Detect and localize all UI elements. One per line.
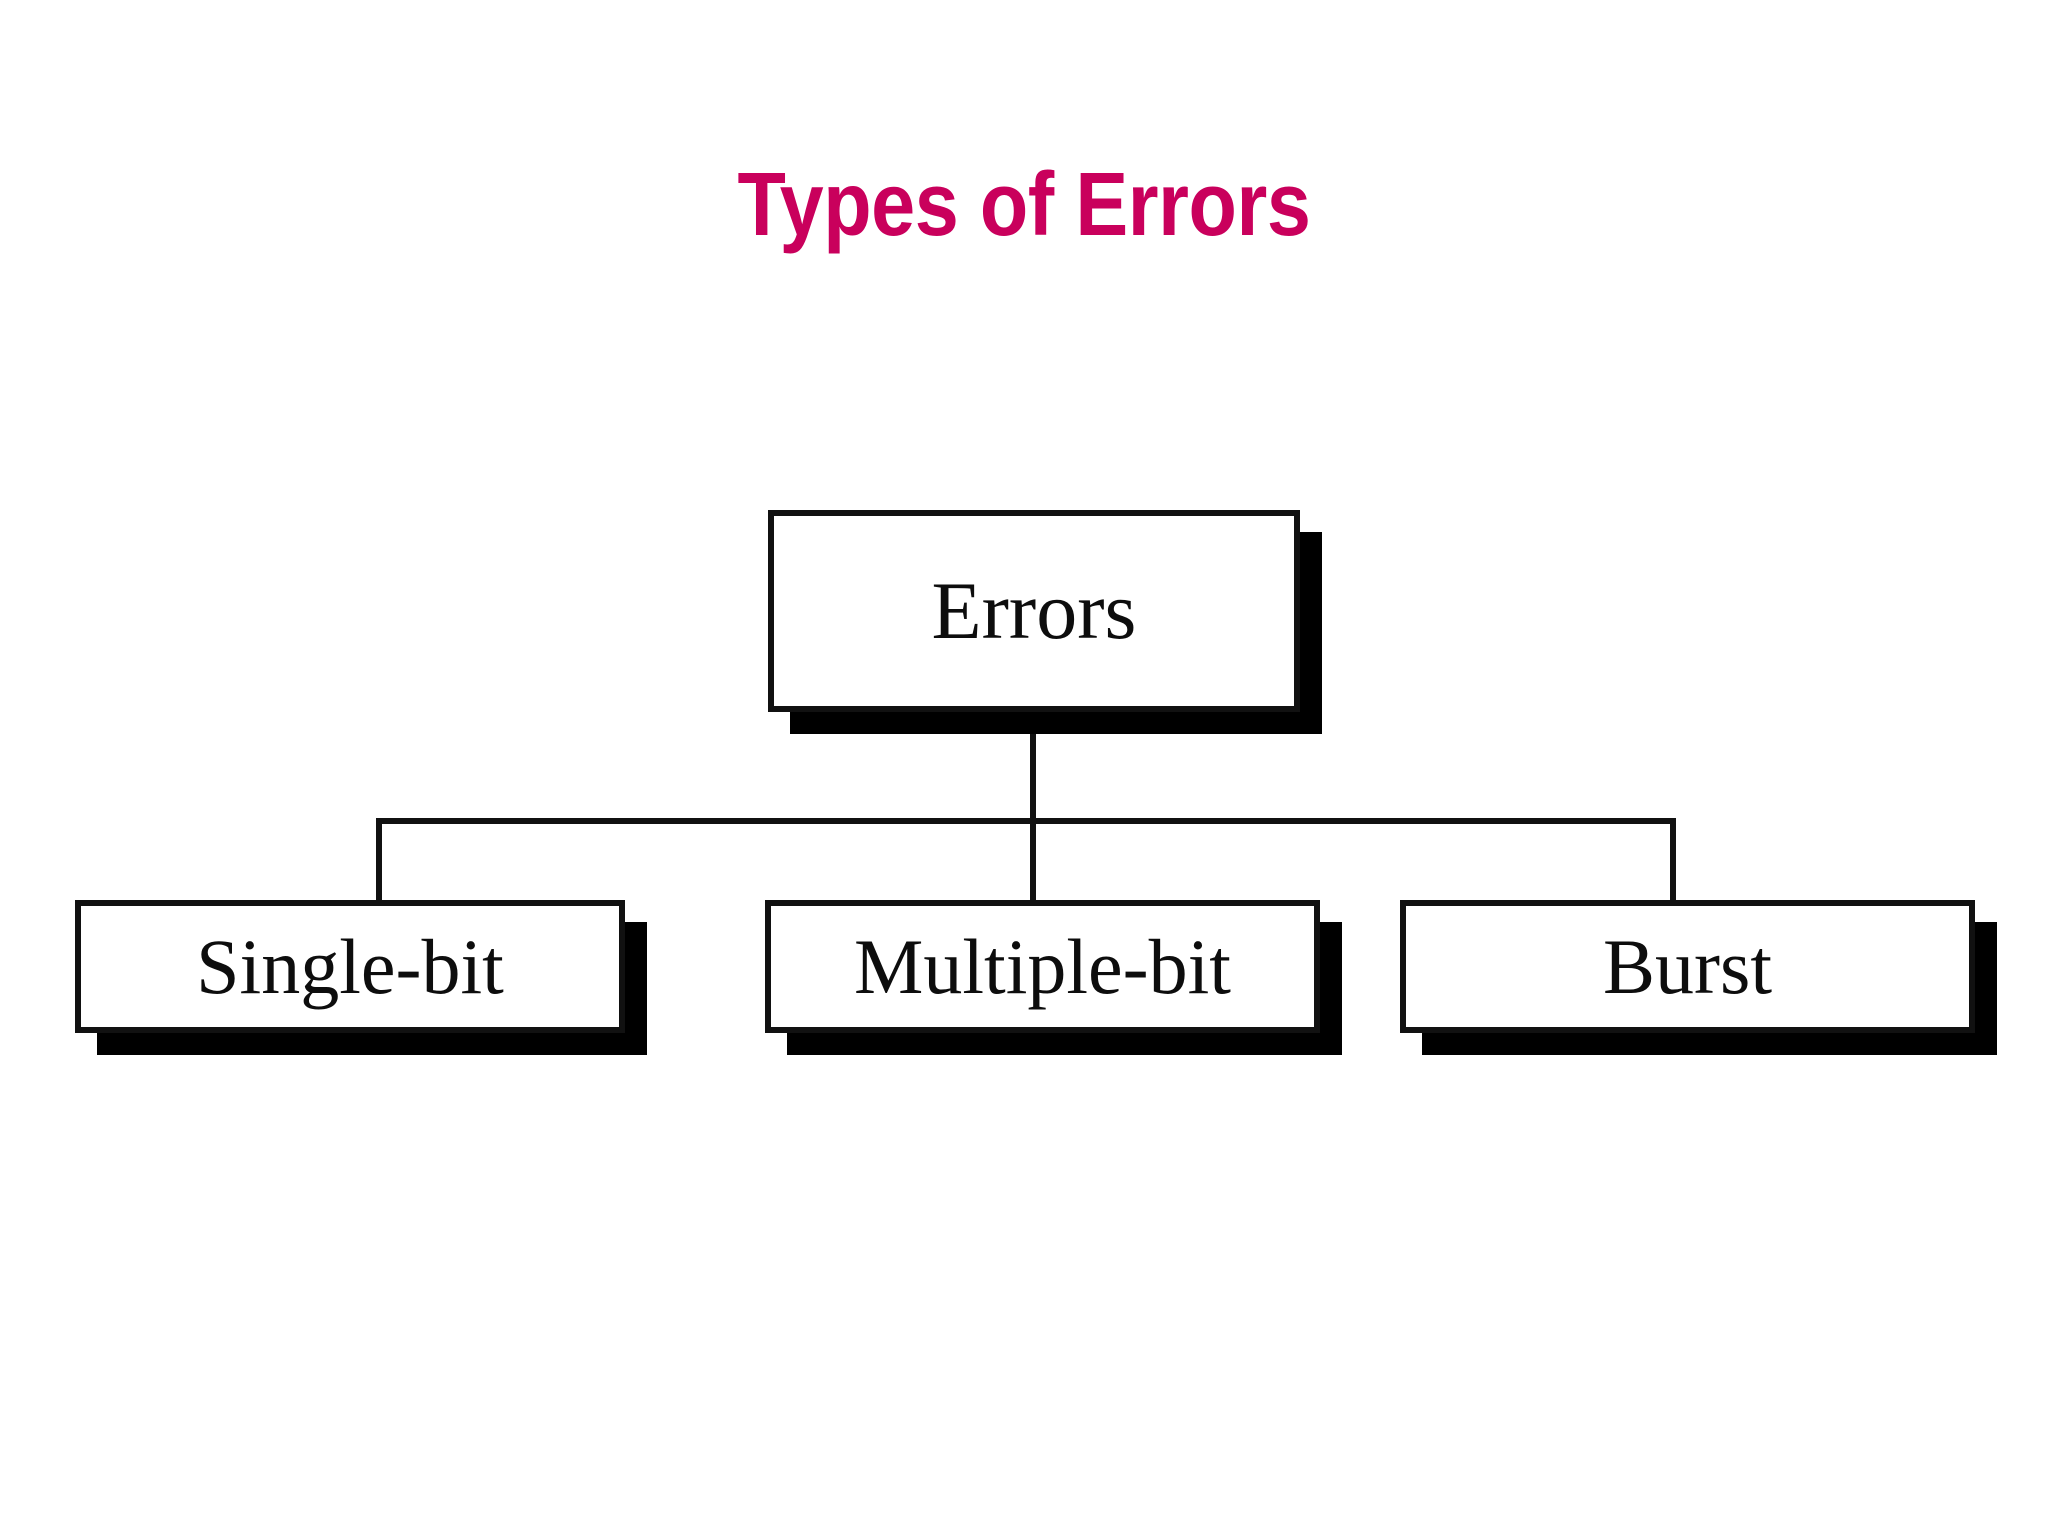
node-multiple-bit[interactable]: Multiple-bit [765,900,1342,1055]
connector-horizontal-bus [376,818,1676,824]
connector-root-stem [1030,712,1036,824]
node-single-bit[interactable]: Single-bit [75,900,647,1055]
node-errors[interactable]: Errors [768,510,1322,734]
node-burst-box[interactable]: Burst [1400,900,1975,1033]
page-title: Types of Errors [737,155,1311,255]
node-multiple-bit-box[interactable]: Multiple-bit [765,900,1320,1033]
connector-drop-single-bit [376,818,382,906]
node-errors-label: Errors [931,565,1137,656]
node-errors-box[interactable]: Errors [768,510,1300,712]
node-burst[interactable]: Burst [1400,900,1997,1055]
connector-drop-multiple-bit [1030,818,1036,906]
node-burst-label: Burst [1602,922,1773,1010]
node-single-bit-box[interactable]: Single-bit [75,900,625,1033]
connector-drop-burst [1670,818,1676,906]
node-single-bit-label: Single-bit [196,922,504,1010]
node-multiple-bit-label: Multiple-bit [854,922,1231,1010]
